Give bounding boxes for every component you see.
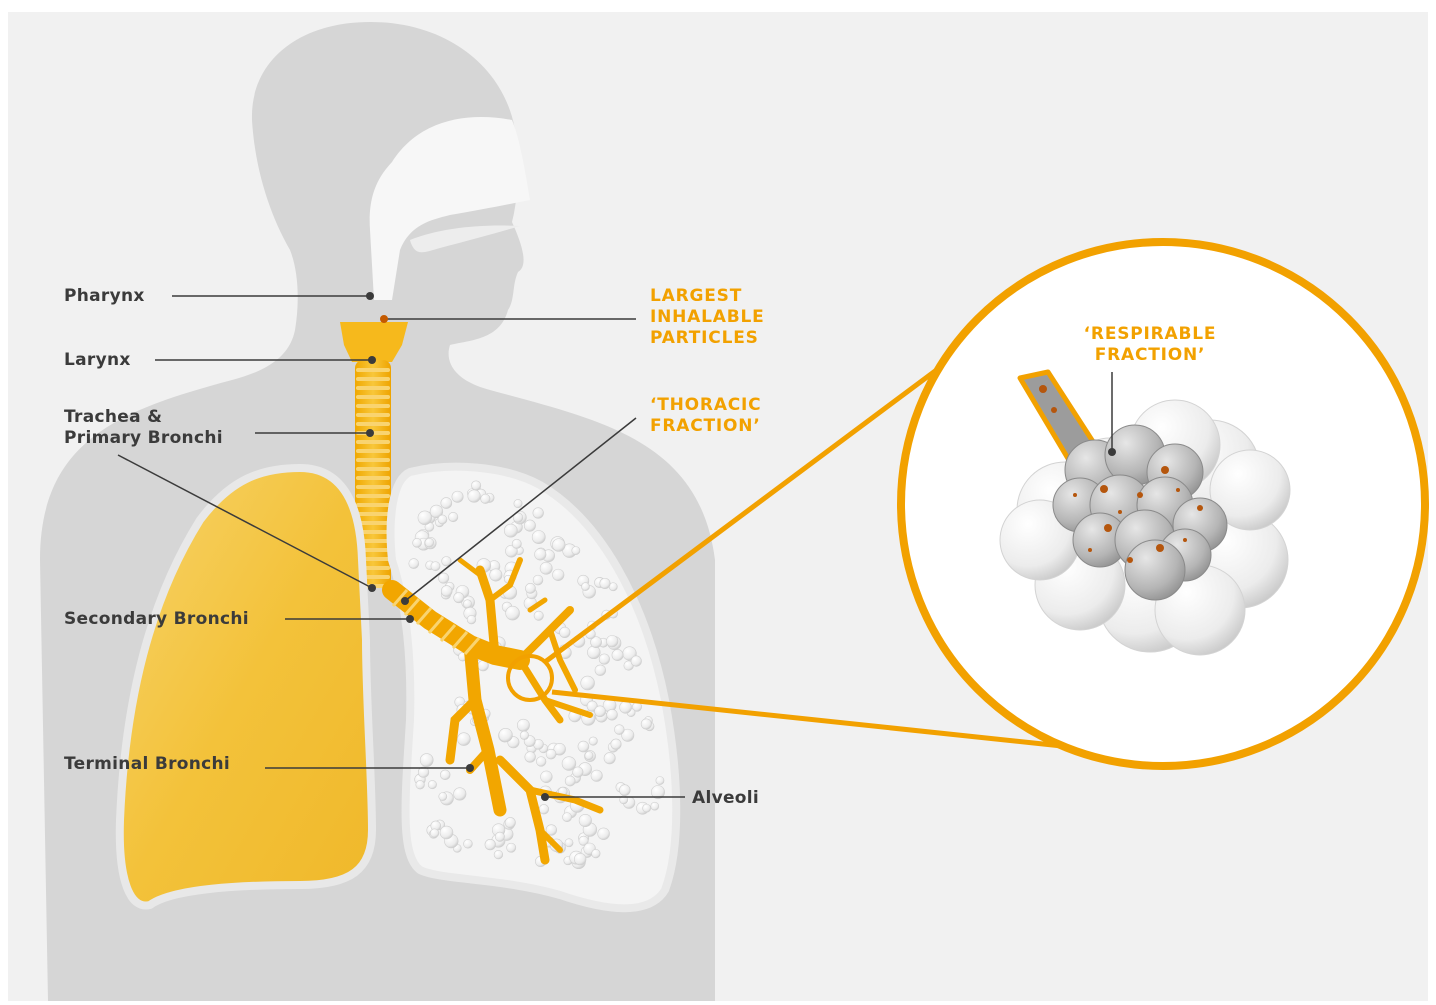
label-terminal-bronchi: Terminal Bronchi xyxy=(64,754,230,775)
label-secondary-bronchi: Secondary Bronchi xyxy=(64,609,249,630)
label-trachea-primary-bronchi: Trachea & Primary Bronchi xyxy=(64,407,223,449)
label-larynx: Larynx xyxy=(64,350,131,371)
label-largest-inhalable-particles: LARGEST INHALABLE PARTICLES xyxy=(650,286,765,349)
label-respirable-fraction: ‘RESPIRABLE FRACTION’ xyxy=(1080,324,1220,366)
particle-marker xyxy=(380,315,388,323)
label-thoracic-fraction: ‘THORACIC FRACTION’ xyxy=(650,395,761,437)
label-alveoli: Alveoli xyxy=(692,788,759,809)
label-pharynx: Pharynx xyxy=(64,286,145,307)
